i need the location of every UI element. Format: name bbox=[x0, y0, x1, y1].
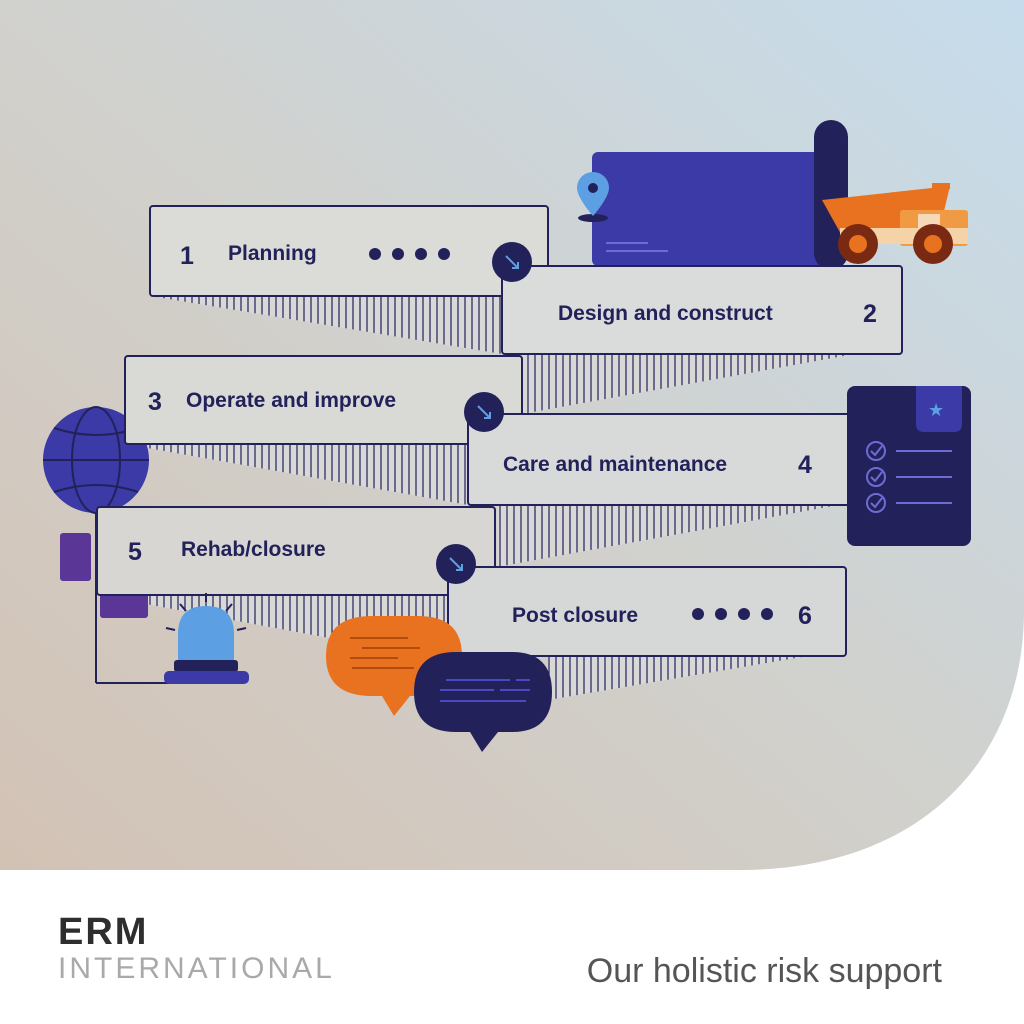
progress-dots bbox=[369, 248, 450, 260]
chat-bubbles-icon bbox=[326, 616, 552, 752]
step-label: Planning bbox=[228, 242, 317, 265]
brand-logo: ERM INTERNATIONAL bbox=[58, 912, 335, 986]
side-block bbox=[60, 533, 91, 581]
blueprint-scroll-icon bbox=[592, 120, 848, 270]
map-pin-icon bbox=[577, 172, 609, 222]
step-label: Rehab/closure bbox=[181, 538, 326, 561]
step-label: Operate and improve bbox=[186, 389, 396, 412]
step-number: 6 bbox=[798, 602, 812, 630]
alarm-siren-icon bbox=[164, 593, 249, 684]
checklist-icon: ★ bbox=[847, 386, 971, 546]
step-number: 1 bbox=[180, 242, 194, 270]
brand-name: ERM bbox=[58, 911, 149, 953]
step-card-6: Post closure 6 bbox=[447, 566, 847, 657]
step-number: 4 bbox=[798, 451, 812, 479]
progress-dots bbox=[692, 608, 773, 620]
globe-icon bbox=[43, 406, 170, 684]
step-card-3: 3 Operate and improve bbox=[124, 355, 523, 445]
arrow-down-right-icon bbox=[436, 544, 476, 584]
svg-text:★: ★ bbox=[928, 400, 944, 421]
arrow-down-right-icon bbox=[464, 392, 504, 432]
step-number: 3 bbox=[148, 388, 162, 416]
step-card-1: 1 Planning bbox=[149, 205, 549, 297]
step-number: 5 bbox=[128, 538, 142, 566]
step-connectors bbox=[97, 296, 855, 700]
dump-truck-icon bbox=[822, 183, 968, 264]
step-label: Design and construct bbox=[558, 302, 773, 325]
step-card-4: Care and maintenance 4 bbox=[467, 413, 856, 506]
step-label: Care and maintenance bbox=[503, 453, 727, 476]
footer bbox=[0, 870, 1024, 1024]
brand-subtitle: INTERNATIONAL bbox=[58, 952, 335, 985]
step-label: Post closure bbox=[512, 604, 638, 627]
step-card-2: Design and construct 2 bbox=[501, 265, 903, 355]
step-number: 2 bbox=[863, 300, 877, 328]
arrow-down-right-icon bbox=[492, 242, 532, 282]
tagline: Our holistic risk support bbox=[586, 952, 942, 990]
step-card-5: 5 Rehab/closure bbox=[96, 506, 496, 596]
